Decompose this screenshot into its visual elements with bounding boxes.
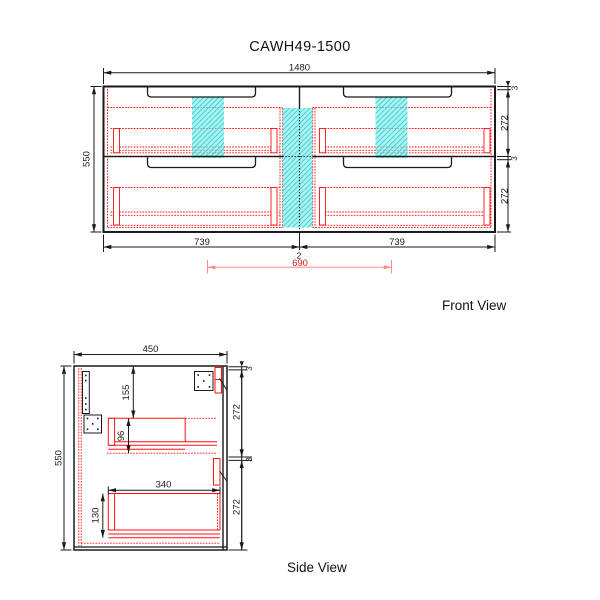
dim-text-130: 130 (91, 508, 102, 524)
side-view: 450 550 155 96 340 130 3 272 3 (54, 344, 254, 551)
front-dim-width (103, 68, 496, 84)
handle-bottom-left (146, 157, 257, 169)
dim-text-3-top: 3 (511, 85, 520, 90)
dim-text-340: 340 (156, 480, 172, 491)
dim-text-739-right: 739 (389, 237, 405, 248)
dim-text-272-top: 272 (500, 115, 511, 131)
front-view-label: Front View (442, 298, 507, 313)
side-drawer-endcaps (107, 417, 116, 531)
dim-text-550-side: 550 (54, 450, 65, 466)
front-handles (146, 87, 453, 169)
dim-text-3-side-top: 3 (245, 366, 254, 371)
front-dim-bottom (103, 234, 496, 252)
front-dim-height (90, 86, 102, 233)
dim-text-3-side-mid: 3 (245, 457, 254, 462)
side-cabinet-outline (73, 365, 228, 551)
side-clip-leader-bottom (219, 470, 228, 482)
hatch-patch-left (192, 97, 224, 158)
dim-text-96: 96 (116, 431, 127, 442)
dim-text-690: 690 (292, 258, 308, 269)
dim-text-272-bottom: 272 (500, 188, 511, 204)
front-hatch-patches (192, 97, 408, 228)
drawing-title: CAWH49-1500 (249, 39, 351, 55)
side-red-carcass (78, 368, 220, 546)
front-dim-right (497, 86, 511, 233)
side-dim-155 (127, 365, 140, 419)
side-dim-top-arrow (239, 361, 244, 367)
front-drawer-endcaps (113, 128, 491, 226)
dim-text-450: 450 (143, 344, 159, 355)
handle-bottom-right (342, 157, 453, 169)
front-dim-top-arrow (505, 81, 511, 87)
front-structure-lines (103, 86, 495, 250)
dim-text-155: 155 (121, 385, 132, 401)
bracket-back-top (82, 371, 90, 414)
dim-text-3-mid: 3 (510, 156, 519, 161)
dim-text-1480: 1480 (289, 63, 310, 74)
dim-text-550-front: 550 (82, 151, 93, 167)
handle-top-left (146, 87, 257, 98)
hatch-patch-center (282, 108, 313, 228)
dim-text-272-side-bottom: 272 (232, 499, 243, 515)
side-view-label: Side View (287, 560, 347, 575)
dim-text-739-left: 739 (194, 237, 210, 248)
side-dim-right (228, 366, 252, 551)
front-dim-690 (207, 260, 392, 274)
side-bracket-dots (85, 374, 211, 431)
side-dim-height (60, 365, 72, 551)
side-clip-leader-top (219, 378, 228, 391)
handle-top-right (342, 87, 453, 98)
dim-text-2: 2 (297, 251, 302, 261)
hatch-patch-right (375, 97, 408, 158)
front-view: 1480 550 739 739 2 690 3 272 3 272 (82, 63, 520, 274)
side-dim-340 (107, 486, 221, 494)
side-dim-depth (73, 351, 228, 364)
dim-text-272-side-top: 272 (232, 404, 243, 420)
